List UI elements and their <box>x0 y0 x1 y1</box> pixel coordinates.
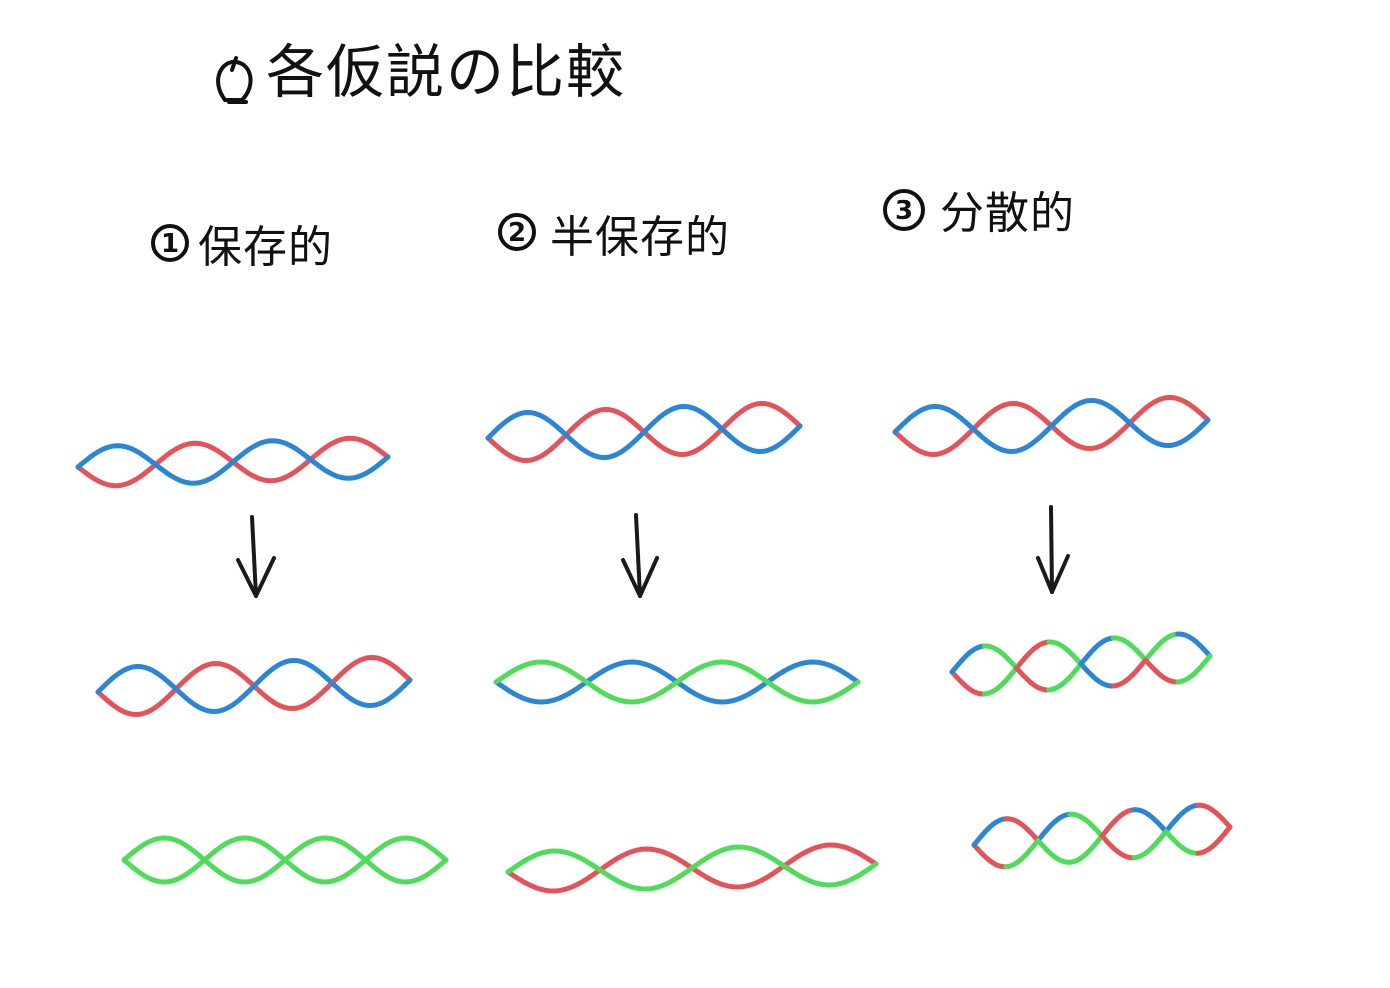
arrow-conservative <box>236 515 276 598</box>
strand-a-segment <box>1067 811 1105 839</box>
strand-a-segment <box>971 842 1009 870</box>
strand-b-segment <box>1163 829 1201 856</box>
circled-number-badge <box>151 224 189 262</box>
strand-b-segment <box>949 643 987 675</box>
strand-a-segment <box>1143 631 1181 663</box>
strand-b-segment <box>1131 807 1169 834</box>
strand-a-segment <box>1014 639 1052 671</box>
circled-number-badge <box>883 189 925 231</box>
strand-b-segment <box>1067 833 1105 865</box>
circled-number-badge <box>498 213 536 251</box>
hypothesis-label: 半保存的 <box>550 212 730 263</box>
strand-a-segment <box>1099 833 1137 861</box>
strand-a-segment <box>1078 661 1116 689</box>
heading-semi-conservative: 2 半保存的 <box>498 212 730 263</box>
strand-b-segment <box>1099 807 1137 839</box>
strand-b-segment <box>971 816 1009 848</box>
heading-conservative: 1 保存的 <box>151 222 333 273</box>
strand-a-segment <box>1163 802 1201 834</box>
strand-b-segment <box>1110 635 1148 663</box>
strand-a-segment <box>949 669 987 697</box>
hypothesis-number: 2 <box>508 218 526 248</box>
strand-b-segment <box>981 643 1019 671</box>
daughter-helix-conservative-b <box>121 835 449 885</box>
hypothesis-number: 3 <box>895 196 913 226</box>
daughter-helix-semi-conservative-b <box>505 842 879 894</box>
strand-b-segment <box>1195 824 1233 856</box>
heading-dispersive: 3 分散的 <box>883 188 1075 239</box>
daughter-helix-dispersive-a <box>949 631 1213 697</box>
hypothesis-number: 1 <box>161 229 179 259</box>
strand-b <box>493 659 861 705</box>
strand-b <box>892 398 1211 454</box>
strand-b <box>505 844 879 892</box>
strand-b-segment <box>1143 657 1181 685</box>
strand-a-segment <box>1195 802 1233 830</box>
daughter-helix-dispersive-b <box>971 802 1233 870</box>
strand-a-segment <box>981 665 1019 697</box>
strand-a-segment <box>1175 631 1213 659</box>
strand-a-segment <box>1035 811 1073 843</box>
title-group: 各仮説の比較 <box>216 38 626 106</box>
strand-b-segment <box>1078 635 1116 667</box>
strand-b-segment <box>1003 816 1041 843</box>
hypothesis-label: 分散的 <box>940 188 1075 239</box>
hypothesis-label: 保存的 <box>198 222 333 273</box>
strand-b <box>121 835 449 885</box>
strand-b <box>75 438 391 486</box>
strand-a-segment <box>1131 829 1169 861</box>
strand-b-segment <box>1046 661 1084 693</box>
strand-a-segment <box>1110 657 1148 689</box>
strand-b <box>95 658 413 714</box>
daughter-helix-semi-conservative-a <box>493 659 861 705</box>
strand-b-segment <box>1035 838 1073 865</box>
arrow-dispersive <box>1036 505 1070 594</box>
strand-b <box>485 404 803 460</box>
strand-a-segment <box>1046 639 1084 667</box>
arrow-semi-conservative <box>621 513 659 598</box>
strand-b-segment <box>1014 665 1052 693</box>
bulb-icon <box>216 56 253 104</box>
page-title: 各仮説の比較 <box>266 38 626 106</box>
daughter-helix-conservative-a <box>95 655 413 717</box>
parent-helix-conservative <box>75 435 391 489</box>
parent-helix-dispersive <box>892 395 1211 457</box>
strand-a-segment <box>1003 838 1041 870</box>
parent-helix-semi-conservative <box>485 401 803 463</box>
strand-b-segment <box>1175 653 1213 685</box>
